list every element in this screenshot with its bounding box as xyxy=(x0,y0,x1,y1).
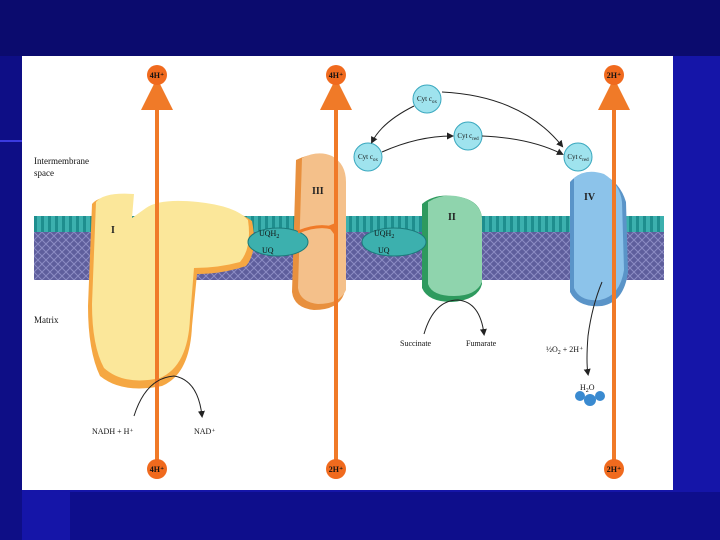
proton-label-top-4: 2H⁺ xyxy=(607,71,621,80)
complex-I-body xyxy=(92,193,249,381)
oxygen-arrow xyxy=(583,281,603,376)
complex-II-label: II xyxy=(448,212,456,223)
cytochrome-red-right xyxy=(563,142,593,172)
proton-dot-top-4 xyxy=(604,65,624,85)
succinate-label: Succinate xyxy=(400,339,432,348)
uqh2-left-label: UQH2 xyxy=(259,229,279,240)
proton-dot-top-1 xyxy=(147,65,167,85)
proton-arrows xyxy=(141,78,630,462)
complex-I-label: I xyxy=(111,225,115,236)
nadh-arrow xyxy=(133,375,205,418)
proton-labels-bottom: 4H⁺ 2H⁺ 2H⁺ xyxy=(147,459,624,479)
proton-label-top-1: 4H⁺ xyxy=(150,71,164,80)
proton-label-bottom-1: 4H⁺ xyxy=(150,465,164,474)
cytochrome-cycle-arrows xyxy=(371,91,564,155)
quinone-ellipse-right xyxy=(361,227,427,257)
fumarate-label: Fumarate xyxy=(466,339,497,348)
cytochrome-red-right-label: Cyt cred xyxy=(567,153,589,163)
arrow-cytox-to-IV xyxy=(441,91,564,148)
arrow-cytox-to-left xyxy=(371,105,415,144)
nadh-reaction: NADH + H⁺ NAD⁺ xyxy=(92,375,216,436)
proton-dot-bottom-3 xyxy=(326,459,346,479)
uq-right-label: UQ xyxy=(378,246,390,255)
proton-label-bottom-4: 2H⁺ xyxy=(607,465,621,474)
complex-II-body xyxy=(428,195,482,296)
electron-transport-chain-diagram: Intermembrane space Matrix I III II IV U… xyxy=(34,65,664,479)
nad-label: NAD⁺ xyxy=(194,427,216,436)
oxygen-reduction: ½O2 + 2H⁺ H2O xyxy=(546,281,605,406)
uq-left-label: UQ xyxy=(262,246,274,255)
oxygen-label: ½O2 + 2H⁺ xyxy=(546,345,583,356)
arrow-left-to-mid xyxy=(381,132,454,153)
proton-dot-bottom-4 xyxy=(604,459,624,479)
water-label: H2O xyxy=(580,383,595,394)
slide-left-band xyxy=(0,56,22,540)
matrix-label: Matrix xyxy=(34,315,59,325)
proton-labels-top: 4H⁺ 4H⁺ 2H⁺ xyxy=(147,65,624,85)
cytochrome-ox-top xyxy=(412,84,442,114)
complex-I: I xyxy=(88,193,254,389)
quinone-pool-left: UQH2 UQ xyxy=(247,222,338,257)
succinate-reaction: Succinate Fumarate xyxy=(400,299,497,348)
proton-label-bottom-3: 2H⁺ xyxy=(329,465,343,474)
complex-III-label: III xyxy=(312,186,324,197)
intermembrane-label-2: space xyxy=(34,168,54,178)
slide-accent-line xyxy=(0,140,22,142)
nadh-label: NADH + H⁺ xyxy=(92,427,134,436)
diagram-panel: Intermembrane space Matrix I III II IV U… xyxy=(22,56,673,490)
proton-dot-bottom-1 xyxy=(147,459,167,479)
cytochromes: Cyt cox Cyt cred Cyt cox Cyt cred xyxy=(353,84,593,172)
water-atom-3 xyxy=(595,391,605,401)
cytochrome-ox-left xyxy=(353,142,383,172)
quinone-pool-right: UQH2 UQ xyxy=(361,227,427,257)
succinate-arrow xyxy=(423,299,487,336)
cytochrome-ox-top-label: Cyt cox xyxy=(417,95,437,105)
water-molecule xyxy=(575,391,605,406)
proton-label-top-3: 4H⁺ xyxy=(329,71,343,80)
quinone-ellipse-left xyxy=(247,227,309,257)
complex-IV-body xyxy=(574,171,624,301)
complex-II: II xyxy=(422,195,482,302)
complex-IV-label: IV xyxy=(584,192,596,203)
slide-top-band xyxy=(0,0,720,56)
cytochrome-red-mid-label: Cyt cred xyxy=(457,132,479,142)
water-atom-2 xyxy=(584,394,596,406)
arrow-mid-to-right xyxy=(481,135,564,155)
slide-bottom-band xyxy=(70,492,720,540)
proton-dot-top-3 xyxy=(326,65,346,85)
intermembrane-label: Intermembrane xyxy=(34,156,89,166)
cytochrome-ox-left-label: Cyt cox xyxy=(358,153,378,163)
complex-IV: IV xyxy=(570,171,628,307)
uqh2-right-label: UQH2 xyxy=(374,229,394,240)
water-atom-1 xyxy=(575,391,585,401)
